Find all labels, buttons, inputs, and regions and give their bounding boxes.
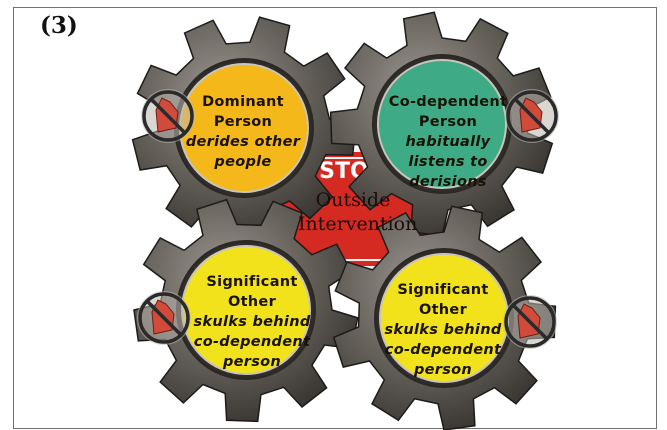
gear-role: Significant Other — [206, 274, 298, 310]
gear-action: derides other people — [185, 134, 301, 170]
gear-face — [377, 59, 507, 189]
gear-label-co-dependent-person: Co-dependent Person habitually listens t… — [376, 92, 520, 192]
no-hand-icon — [503, 295, 557, 349]
gear-dominant-person — [131, 16, 357, 241]
gear-co-dependent-person — [329, 11, 559, 237]
gear-significant-other-left — [133, 198, 359, 423]
gear-label-significant-other-left: Significant Other skulks behind co-depen… — [186, 272, 318, 372]
gear-role: Dominant Person — [202, 94, 284, 130]
gear-role: Co-dependent Person — [388, 94, 508, 130]
no-hand-icon — [505, 89, 559, 143]
panel-label: (3) — [40, 12, 78, 39]
stop-sign-phrase: Outside Intervention — [298, 189, 418, 235]
gear-action: skulks behind co-dependent person — [384, 322, 502, 378]
gear-label-dominant-person: Dominant Person derides other people — [184, 92, 302, 172]
gear-action: skulks behind co-dependent person — [193, 314, 311, 370]
no-hand-icon — [141, 89, 195, 143]
gear-significant-other-right — [332, 205, 557, 430]
gear-role: Significant Other — [397, 282, 489, 318]
no-hand-icon — [137, 291, 191, 345]
gear-action: habitually listens to derisions — [405, 134, 491, 190]
gear-label-significant-other-right: Significant Other skulks behind co-depen… — [378, 280, 508, 380]
